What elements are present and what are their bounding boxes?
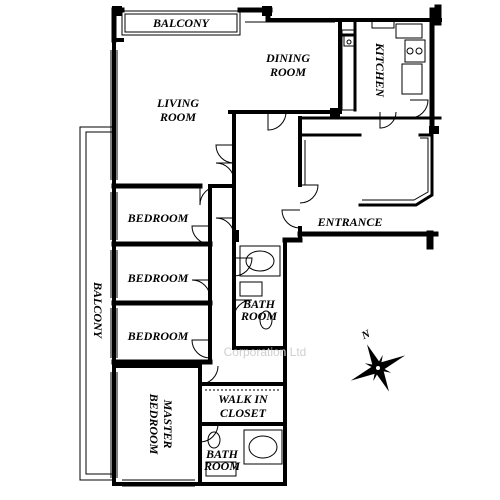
compass-north-label: N — [359, 327, 373, 342]
bedroom-2-label: BEDROOM — [127, 271, 189, 285]
walls — [111, 4, 442, 486]
bedroom-1-label: BEDROOM — [127, 211, 189, 225]
compass-icon — [350, 344, 406, 392]
balcony-side-label: BALCONY — [91, 281, 105, 340]
walk-in-closet-label-line1: WALK IN — [218, 392, 269, 406]
living-room-label-line1: LIVING — [156, 96, 199, 110]
bedroom-3-label: BEDROOM — [127, 329, 189, 343]
dining-room-label-line1: DINING — [265, 51, 310, 65]
bath-room-1-label-line2: ROOM — [240, 309, 277, 323]
walk-in-closet-label-line2: CLOSET — [220, 406, 267, 420]
balcony-top-railing — [121, 10, 241, 36]
windows — [110, 21, 429, 487]
columns — [112, 6, 439, 242]
living-room-label-line2: ROOM — [159, 110, 196, 124]
bath-room-2-label-line1: BATH — [205, 447, 239, 461]
bath-room-2-label-line2: ROOM — [203, 459, 240, 473]
watermark-text: Corporation Ltd — [224, 345, 307, 359]
balcony-top-label: BALCONY — [152, 16, 211, 30]
fixtures — [205, 19, 426, 477]
doors — [191, 99, 429, 443]
entrance-label: ENTRANCE — [317, 215, 383, 229]
master-bedroom-label-line2: BEDROOM — [147, 393, 161, 455]
dining-room-label-line2: ROOM — [269, 65, 306, 79]
master-bedroom-label-line1: MASTER — [161, 399, 175, 449]
balcony-side-railing — [79, 126, 115, 481]
kitchen-label: KITCHEN — [373, 42, 387, 98]
bath-room-1-label-line1: BATH — [242, 297, 276, 311]
